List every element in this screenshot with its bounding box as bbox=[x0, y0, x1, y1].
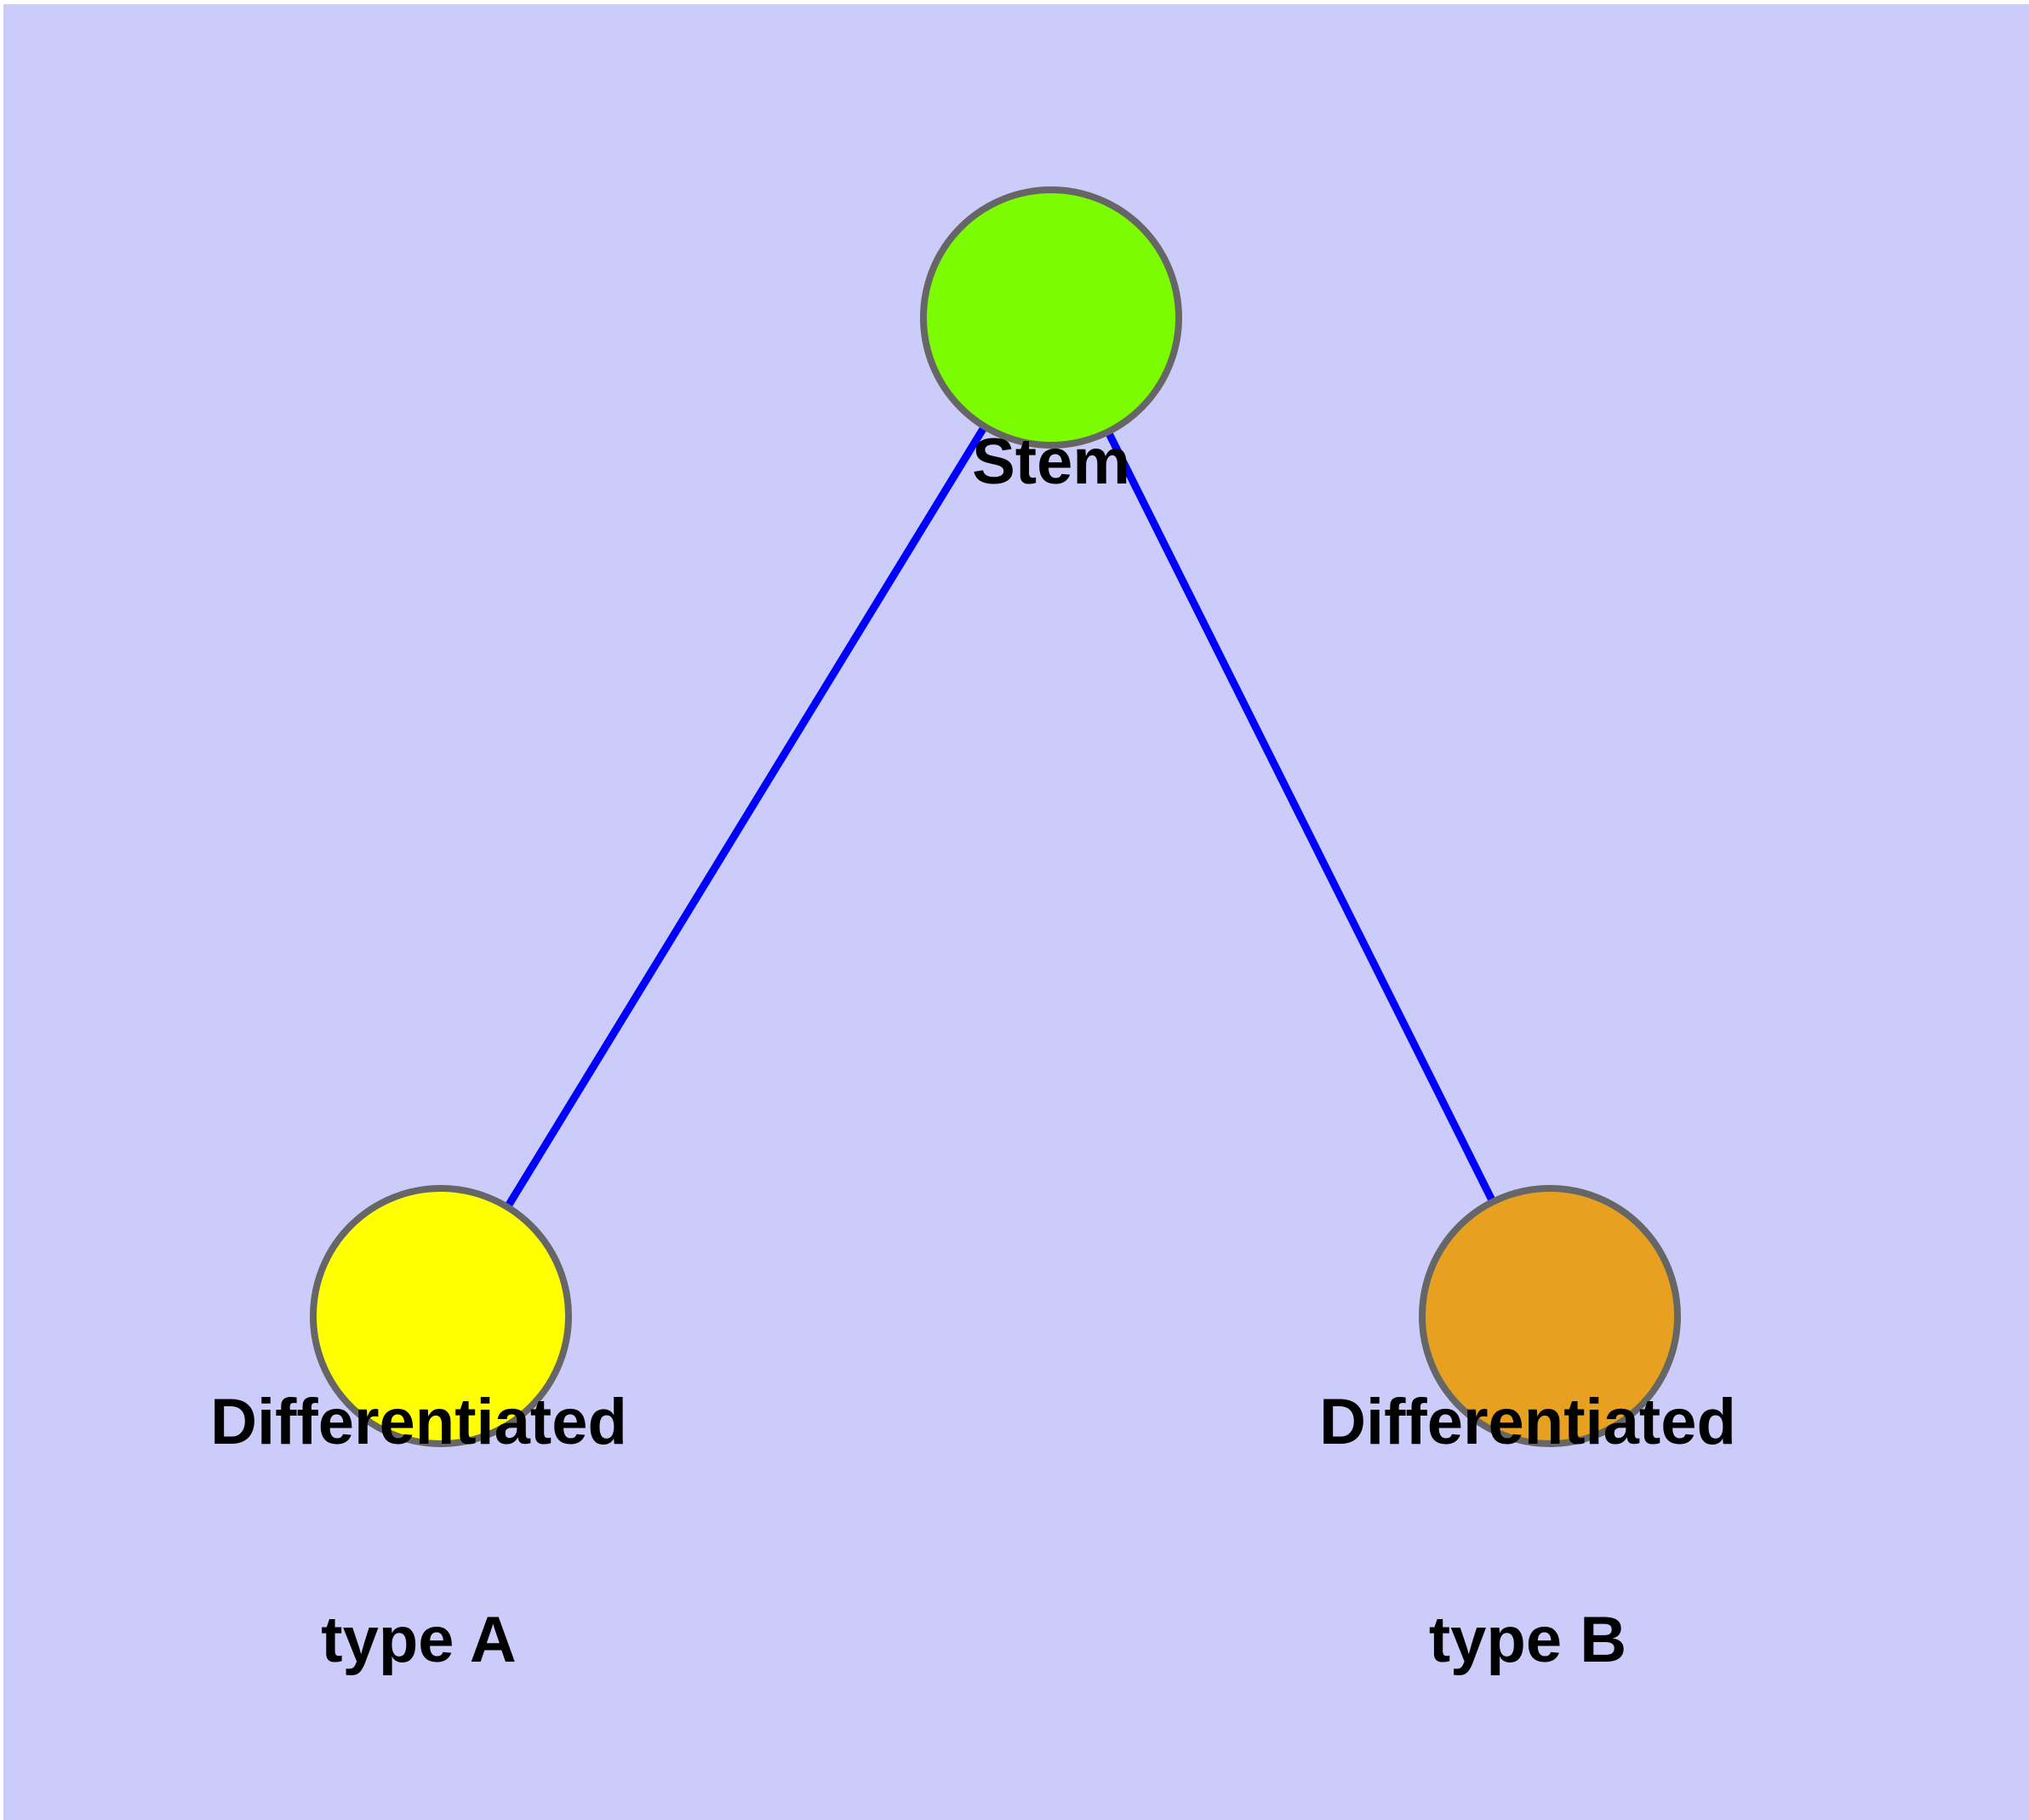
edge-layer bbox=[437, 315, 1554, 1319]
node-layer bbox=[310, 186, 1681, 1447]
node-stem[interactable] bbox=[920, 186, 1182, 449]
edge-stem-to-differentiated-type-a bbox=[437, 315, 1055, 1319]
node-differentiated-type-a[interactable] bbox=[310, 1185, 572, 1447]
node-differentiated-type-b[interactable] bbox=[1419, 1185, 1681, 1447]
edge-stem-to-differentiated-type-b bbox=[1047, 315, 1554, 1319]
